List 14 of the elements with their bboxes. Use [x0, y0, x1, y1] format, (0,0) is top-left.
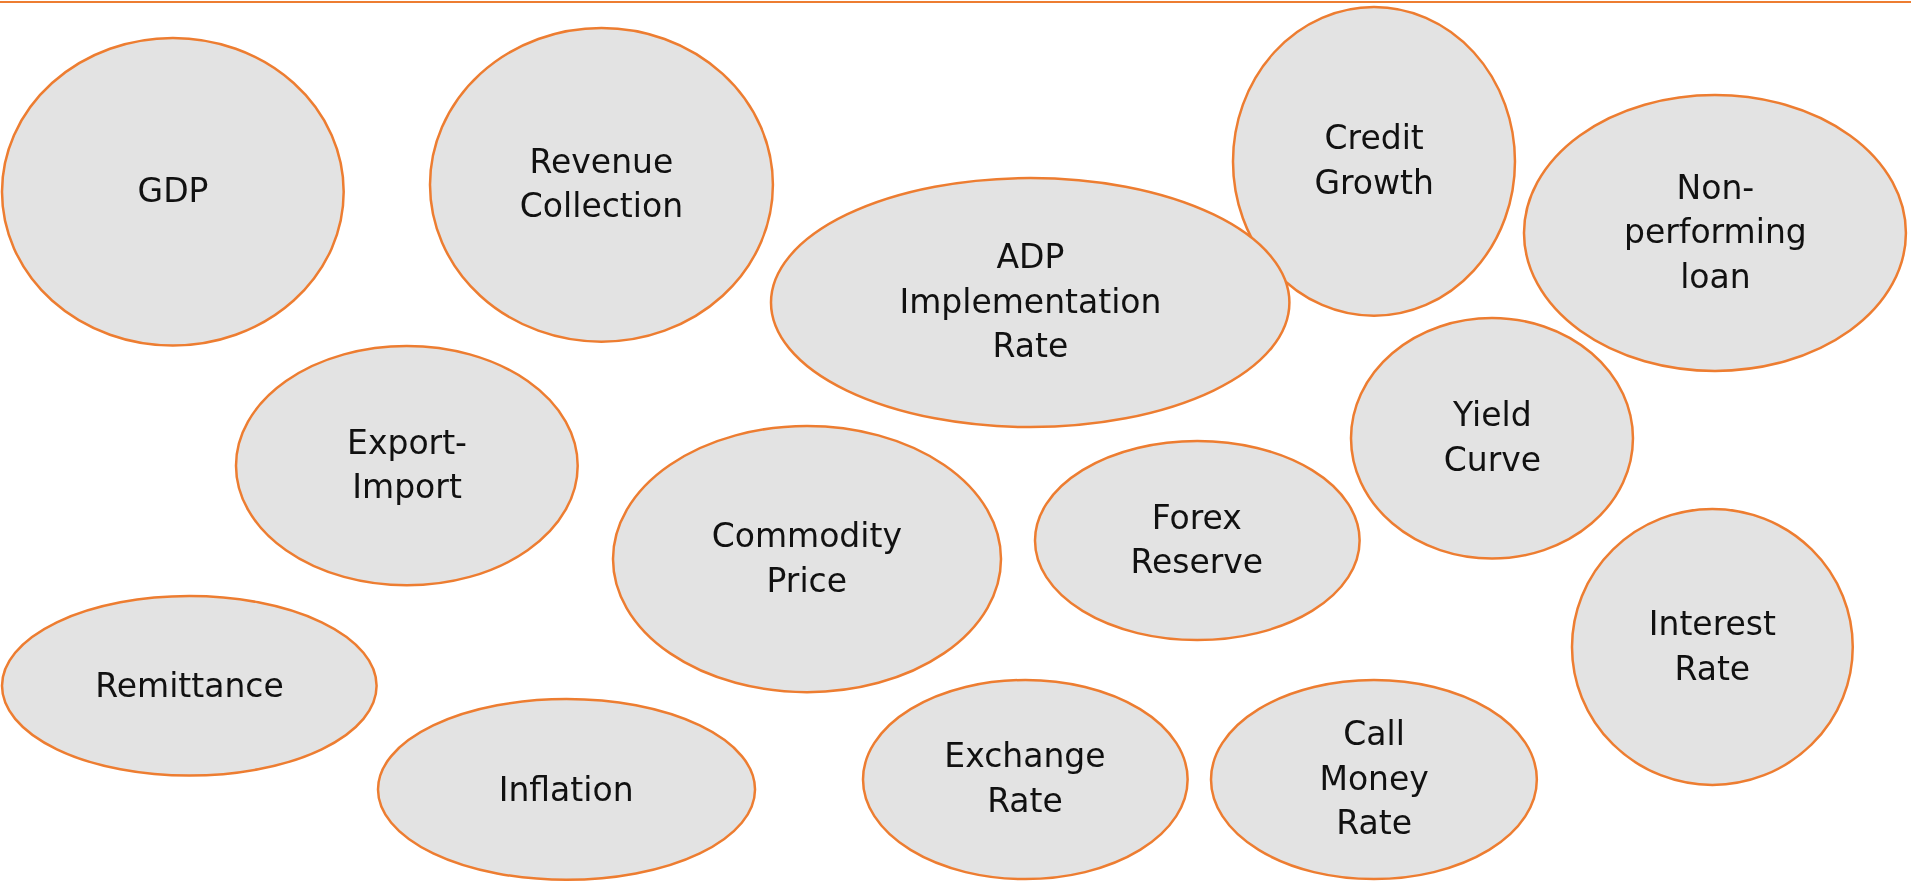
node-label: Export-Import: [346, 422, 469, 509]
node-label: Commodity Price: [710, 515, 903, 603]
node-label: Exchange Rate: [943, 735, 1107, 823]
node-label: Remittance: [94, 664, 285, 707]
node-label: ADP Implementation Rate: [898, 236, 1163, 368]
node-label: GDP: [136, 170, 210, 213]
node-label: Inflation: [497, 768, 635, 811]
node-label: Credit Growth: [1313, 117, 1435, 205]
node-label: Interest Rate: [1647, 603, 1777, 691]
node-label: Revenue Collection: [518, 141, 685, 228]
node-label: Call Money Rate: [1318, 713, 1430, 845]
node-label: Non-performing loan: [1624, 166, 1807, 299]
node-label: Yield Curve: [1442, 394, 1543, 482]
node-label: Forex Reserve: [1129, 496, 1265, 584]
